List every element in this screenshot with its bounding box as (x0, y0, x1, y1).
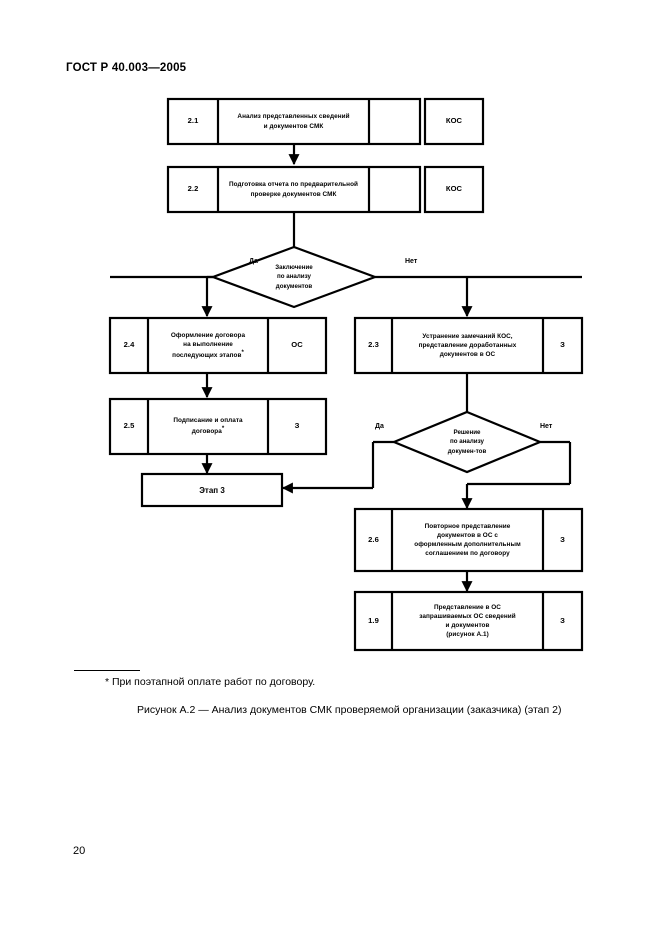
decision-1-text: Заключение по анализу документов (244, 257, 344, 297)
node-2-6-text-line2: документов в ОС с (437, 531, 498, 539)
node-2-6-text-line3: оформленным дополнительным (414, 541, 521, 548)
decision-1-line2: по анализу (277, 273, 311, 281)
decision-1-yes-label: Да (249, 258, 258, 265)
node-2-3-text-line2: представление доработанных (418, 341, 517, 349)
figure-caption: Рисунок А.2 — Анализ документов СМК пров… (137, 704, 562, 716)
node-2-5-outline (108, 397, 328, 456)
node-2-2-text-line1: Подготовка отчета по предварительной (228, 181, 359, 189)
node-1-9-text: Представление в ОС запрашиваемых ОС свед… (392, 592, 543, 650)
footnote-divider (74, 670, 140, 671)
node-2-5-text: Подписание и оплата договора* (148, 399, 268, 454)
node-2-3-outline (353, 316, 584, 375)
node-2-6-number: 2.6 (368, 534, 379, 544)
decision-2-line1: Решение (453, 429, 481, 437)
node-2-3-text-line3: документов в ОС (439, 351, 496, 359)
node-1-9-text-line4: (рисунок А.1) (446, 631, 489, 639)
node-2-4-actor: ОС (291, 340, 303, 350)
node-2-4-outline (108, 316, 328, 375)
node-2-6-text-line4: соглашением по договору (425, 550, 510, 558)
node-2-2-number: 2.2 (187, 184, 199, 194)
decision-2-no-label: Нет (540, 423, 553, 430)
node-2-1-text-line1: Анализ представленных сведений (237, 113, 350, 121)
node-2-3-number: 2.3 (368, 340, 379, 350)
node-2-1-actor-outline (423, 97, 485, 146)
decision-2-line2: по анализу (450, 438, 484, 446)
decision-1-outline (209, 245, 379, 309)
node-2-6-text: Повторное представление документов в ОС … (392, 509, 543, 571)
node-1-9-text-line2: запрашиваемых ОС сведений (419, 612, 516, 620)
node-2-5-text-line2: договора* (191, 426, 225, 436)
node-2-1-text-line2: и документов СМК (263, 122, 324, 130)
node-2-5-actor: З (294, 421, 300, 431)
decision-2-outline (391, 410, 543, 474)
footnote-text: * При поэтапной оплате работ по договору… (105, 676, 316, 688)
node-2-4-number: 2.4 (123, 340, 135, 350)
node-2-5-number: 2.5 (123, 421, 135, 431)
page-number: 20 (73, 845, 86, 857)
node-1-9-outline (353, 590, 584, 652)
node-2-6-outline (353, 507, 584, 573)
node-2-2-text: Подготовка отчета по предварительной про… (218, 167, 369, 212)
node-stage3-text: Этап 3 (199, 485, 225, 495)
node-2-3-text-line1: Устранение замечаний КОС, (422, 332, 513, 340)
decision-2-yes-label: Да (375, 423, 384, 430)
decision-1-line1: Заключение (275, 264, 313, 272)
node-2-3-actor: З (560, 340, 565, 350)
node-2-1-actor: КОС (445, 116, 463, 126)
decision-2-text: Решение по анализу докумен-тов (422, 423, 512, 461)
node-1-9-text-line1: Представление в ОС (434, 603, 501, 611)
node-2-1-text: Анализ представленных сведений и докумен… (218, 99, 369, 144)
node-1-9-actor: З (560, 615, 565, 625)
node-2-4-text-line2: на выполнение (183, 340, 233, 348)
node-2-1-number: 2.1 (187, 116, 199, 126)
standard-header: ГОСТ Р 40.003—2005 (66, 62, 187, 74)
node-2-4-text-line3: последующих этапов* (172, 349, 244, 360)
decision-2-line3: докумен-тов (447, 447, 487, 455)
node-2-2-actor-outline (423, 165, 485, 214)
node-2-4-text-line1: Оформление договора (170, 331, 246, 339)
decision-1-line3: документов (275, 282, 313, 290)
node-1-9-number: 1.9 (368, 615, 379, 625)
node-2-5-text-line1: Подписание и оплата (173, 417, 243, 425)
node-2-2-actor: КОС (445, 184, 463, 194)
node-2-6-actor: З (560, 534, 565, 544)
node-2-2-text-line2: проверке документов СМК (250, 190, 337, 198)
node-2-3-text: Устранение замечаний КОС, представление … (392, 318, 543, 373)
decision-1-no-label: Нет (405, 258, 418, 265)
node-stage3-outline (140, 472, 284, 508)
node-2-6-text-line1: Повторное представление (424, 522, 511, 530)
node-1-9-text-line3: и документов (445, 622, 490, 629)
node-2-4-text: Оформление договора на выполнение послед… (148, 318, 268, 373)
